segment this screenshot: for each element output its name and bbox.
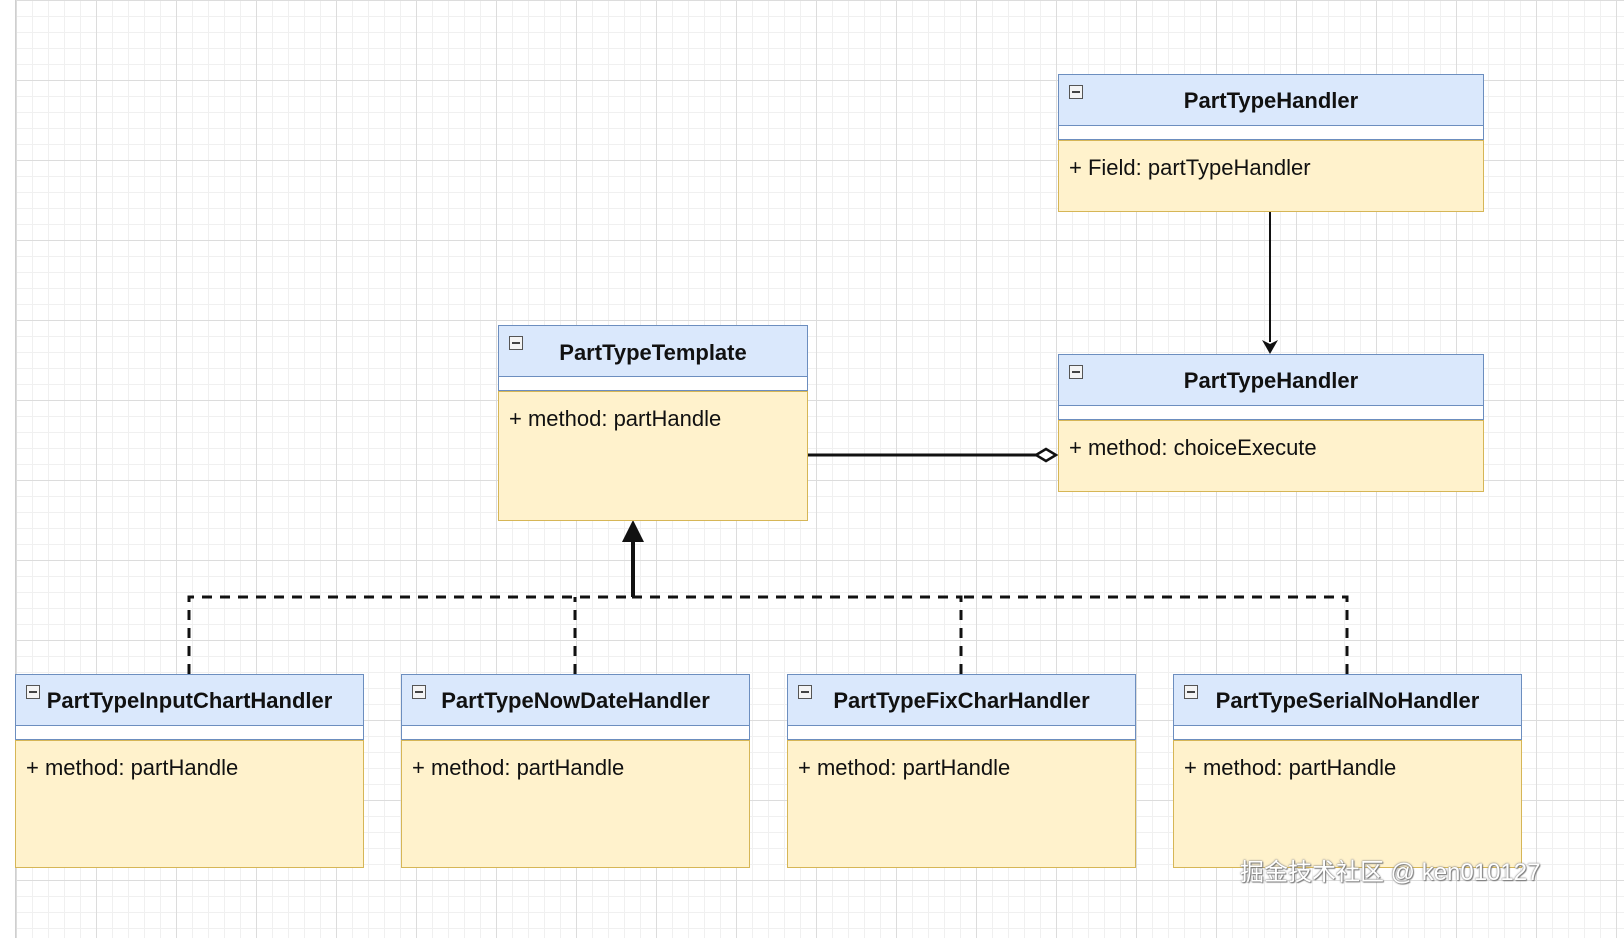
class-body: + method: partHandle [498,391,808,521]
class-part-type-now-date-handler[interactable]: PartTypeNowDateHandler + method: partHan… [401,674,750,868]
class-header: PartTypeInputChartHandler [15,674,364,726]
class-member: + method: partHandle [509,406,722,431]
class-name: PartTypeFixCharHandler [833,688,1090,713]
class-part-type-fix-char-handler[interactable]: PartTypeFixCharHandler + method: partHan… [787,674,1136,868]
realization-arrowhead [622,520,644,542]
collapse-icon[interactable] [509,336,523,350]
class-header: PartTypeHandler [1058,354,1484,406]
realization-line-input-char [187,595,632,674]
class-part-type-input-chart-handler[interactable]: PartTypeInputChartHandler + method: part… [15,674,364,868]
canvas-left-edge [0,0,16,938]
class-member: + method: choiceExecute [1069,435,1317,460]
collapse-icon[interactable] [798,685,812,699]
class-body: + method: partHandle [1173,740,1522,868]
class-header: PartTypeTemplate [498,325,808,377]
realization-line-serial-no [961,595,1349,674]
attribute-separator [787,726,1136,740]
class-body: + method: partHandle [787,740,1136,868]
class-header: PartTypeFixCharHandler [787,674,1136,726]
attribute-separator [498,377,808,391]
class-header: PartTypeSerialNoHandler [1173,674,1522,726]
collapse-icon[interactable] [412,685,426,699]
realization-line-fix-char [632,595,963,674]
watermark: 掘金技术社区 @ ken010127 [1240,859,1541,886]
class-part-type-template[interactable]: PartTypeTemplate + method: partHandle [498,325,808,521]
class-member: + method: partHandle [26,755,239,780]
class-name: PartTypeTemplate [559,340,747,365]
attribute-separator [15,726,364,740]
class-name: PartTypeInputChartHandler [46,688,333,713]
class-name: PartTypeNowDateHandler [441,688,710,713]
class-member: + Field: partTypeHandler [1069,155,1311,180]
class-part-type-handler-top[interactable]: PartTypeHandler + Field: partTypeHandler [1058,74,1484,212]
class-body: + Field: partTypeHandler [1058,140,1484,212]
class-header: PartTypeHandler [1058,74,1484,126]
collapse-icon[interactable] [1069,365,1083,379]
class-name: PartTypeHandler [1183,88,1359,113]
attribute-separator [1058,406,1484,420]
class-name: PartTypeSerialNoHandler [1215,688,1480,713]
association-arrowhead [1262,340,1278,354]
class-body: + method: partHandle [401,740,750,868]
class-member: + method: partHandle [1184,755,1397,780]
attribute-separator [1058,126,1484,140]
class-member: + method: partHandle [412,755,625,780]
class-part-type-serial-no-handler[interactable]: PartTypeSerialNoHandler + method: partHa… [1173,674,1522,868]
attribute-separator [401,726,750,740]
collapse-icon[interactable] [26,685,40,699]
collapse-icon[interactable] [1184,685,1198,699]
aggregation-diamond [1033,447,1059,463]
collapse-icon[interactable] [1069,85,1083,99]
class-body: + method: choiceExecute [1058,420,1484,492]
class-member: + method: partHandle [798,755,1011,780]
attribute-separator [1173,726,1522,740]
class-header: PartTypeNowDateHandler [401,674,750,726]
class-body: + method: partHandle [15,740,364,868]
realization-connectors[interactable] [187,595,1349,674]
class-name: PartTypeHandler [1183,368,1359,393]
class-part-type-handler[interactable]: PartTypeHandler + method: choiceExecute [1058,354,1484,492]
